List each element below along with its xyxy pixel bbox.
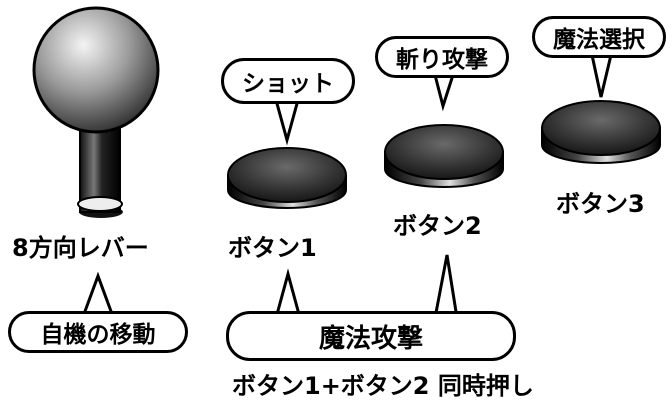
- magic-attack-callout-tail-2: [433, 254, 459, 319]
- magic-attack-callout-tail-1: [274, 268, 302, 319]
- button-1-icon: [227, 147, 347, 209]
- move-callout-tail: [82, 271, 114, 315]
- move-callout: 自機の移動: [8, 311, 188, 353]
- shot-callout-tail: [274, 99, 300, 146]
- magic-attack-callout: 魔法攻撃: [226, 311, 516, 361]
- slash-callout: 斬り攻撃: [375, 36, 509, 78]
- button-2-icon: [384, 124, 504, 188]
- magic-select-callout-tail: [590, 54, 613, 98]
- button-3-icon: [541, 100, 661, 164]
- magic-select-callout: 魔法選択: [532, 16, 666, 58]
- shot-callout: ショット: [221, 58, 355, 104]
- button-1-label: ボタン1: [228, 234, 317, 262]
- lever-label: 8方向レバー: [12, 234, 149, 262]
- joystick-lever-icon: [32, 6, 160, 218]
- slash-callout-tail: [433, 74, 455, 112]
- button-3-label: ボタン3: [556, 190, 645, 218]
- combo-caption: ボタン1+ボタン2 同時押し: [232, 372, 534, 400]
- button-2-label: ボタン2: [393, 212, 482, 240]
